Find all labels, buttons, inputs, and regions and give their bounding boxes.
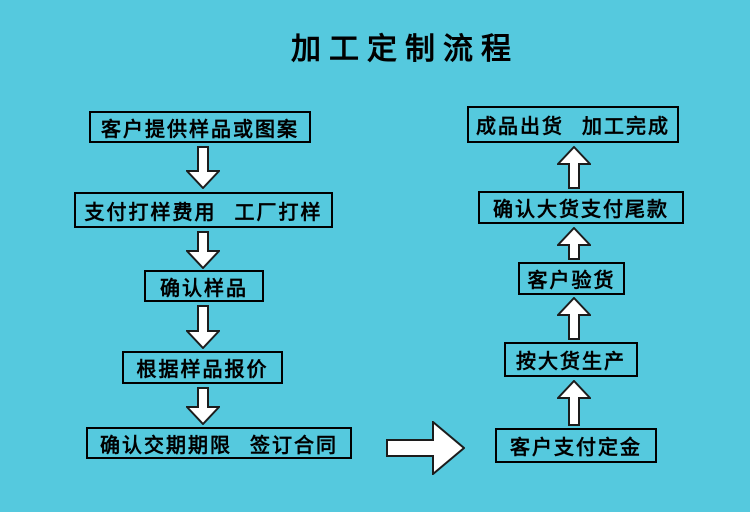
step-label: 客户提供样品或图案 xyxy=(101,116,299,141)
step-box-pay-proofing-fee: 支付打样费用 工厂打样 xyxy=(74,192,333,228)
step-box-customer-inspection: 客户验货 xyxy=(518,262,625,295)
step-box-quote-by-sample: 根据样品报价 xyxy=(122,351,283,384)
step-label: 确认样品 xyxy=(160,275,248,300)
step-label: 客户支付定金 xyxy=(510,435,642,459)
arrow-down-icon xyxy=(186,305,220,349)
step-box-confirm-bulk-pay-balance: 确认大货支付尾款 xyxy=(478,191,684,224)
step-box-bulk-production: 按大货生产 xyxy=(504,342,638,377)
step-box-customer-pays-deposit: 客户支付定金 xyxy=(495,428,657,463)
arrow-down-icon xyxy=(186,387,220,425)
arrow-down-icon xyxy=(186,146,220,189)
step-label: 按大货生产 xyxy=(516,349,626,373)
step-label: 成品出货 加工完成 xyxy=(476,114,670,138)
arrow-up-icon xyxy=(557,297,591,340)
arrow-up-icon xyxy=(557,146,591,189)
page-title: 加工定制流程 xyxy=(291,32,519,67)
arrow-up-icon xyxy=(557,227,591,260)
arrow-right-icon xyxy=(386,421,465,475)
step-label: 客户验货 xyxy=(527,268,616,292)
step-box-confirm-deadline-sign-contract: 确认交期期限 签订合同 xyxy=(86,427,352,459)
step-box-customer-provides-sample: 客户提供样品或图案 xyxy=(89,111,311,143)
arrow-down-icon xyxy=(186,231,220,269)
step-box-confirm-sample: 确认样品 xyxy=(144,270,264,302)
step-label: 支付打样费用 工厂打样 xyxy=(84,199,323,224)
step-label: 确认大货支付尾款 xyxy=(493,197,669,221)
arrow-up-icon xyxy=(557,380,591,426)
step-label: 确认交期期限 签订合同 xyxy=(100,432,338,457)
step-box-shipment-complete: 成品出货 加工完成 xyxy=(467,106,679,143)
step-label: 根据样品报价 xyxy=(136,357,269,381)
